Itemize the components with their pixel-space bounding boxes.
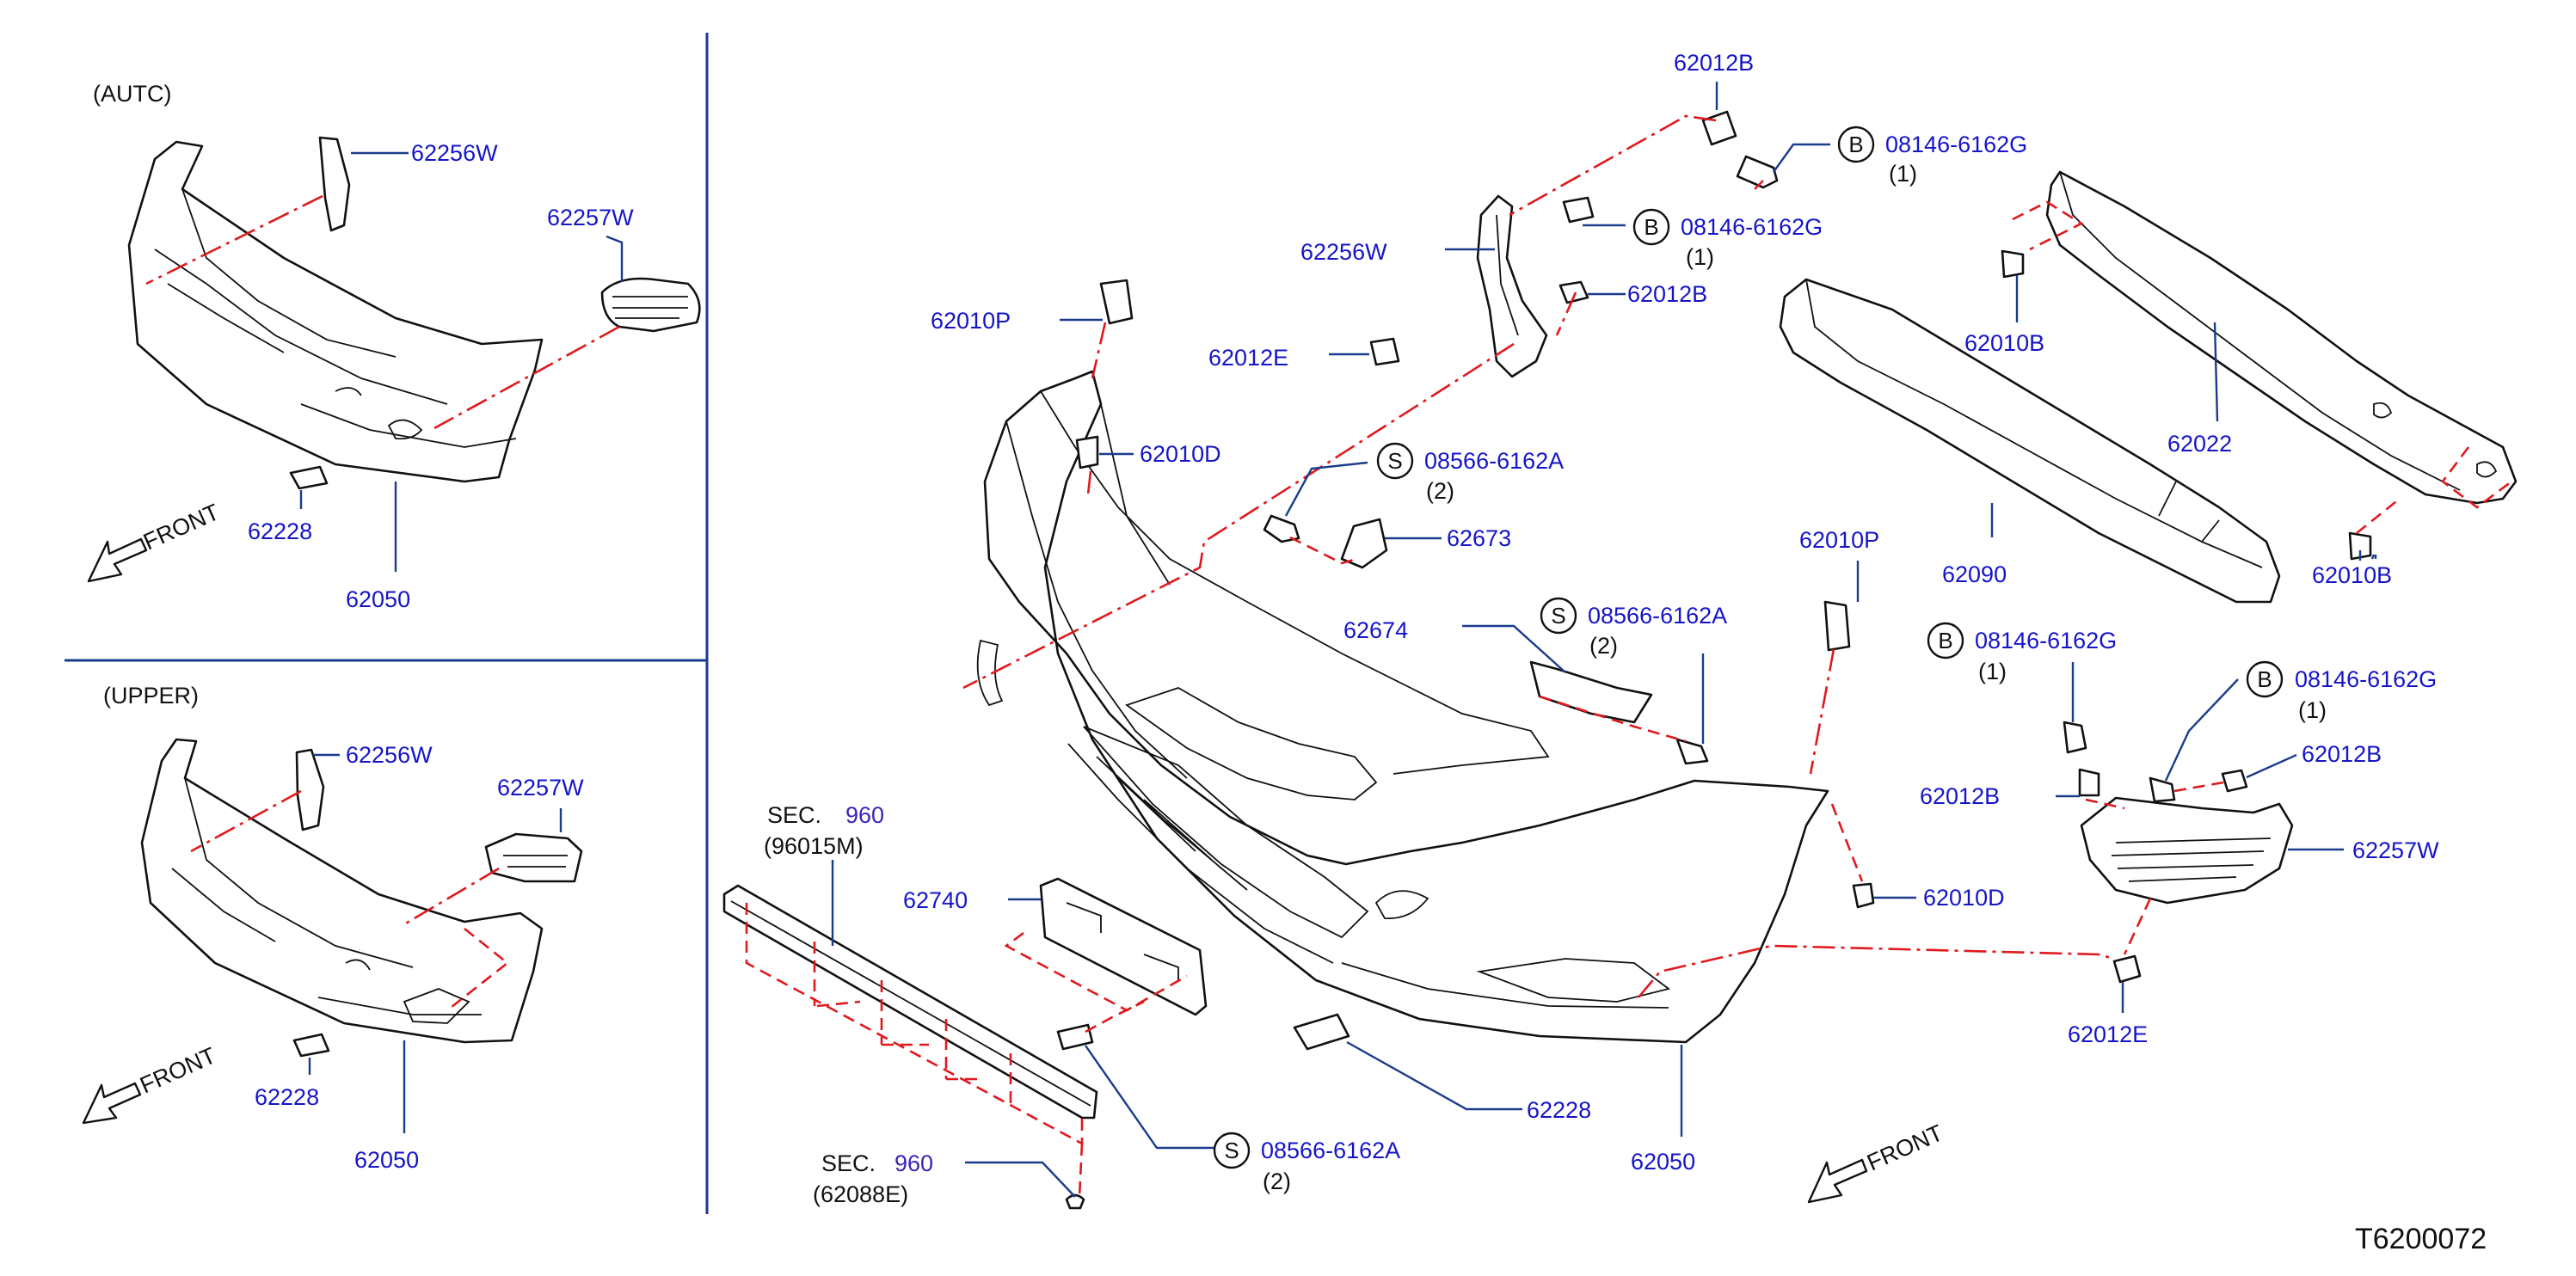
front-arrow-icon (82, 1082, 142, 1125)
screw-s-symbol (1540, 597, 1577, 635)
upper-bumper-drawing (140, 738, 544, 1044)
autc-label-62257w: 62257W (547, 205, 634, 230)
upper-ref-line-1 (190, 789, 302, 853)
label-b-mid-qty: (1) (1686, 244, 1714, 270)
autc-front-label: FRONT (139, 499, 223, 555)
label-62010b-right: 62010B (2312, 562, 2392, 588)
main-air-guide-sec960 (722, 884, 1098, 1120)
label-sec-top-num: 960 (845, 802, 884, 828)
svg-text:B: B (2257, 666, 2272, 692)
upper-ref-line-2 (403, 867, 500, 926)
main-grille-62257w (2080, 796, 2294, 905)
label-62012b-right2: 62012B (2302, 741, 2382, 767)
bolt-b-symbol (2246, 660, 2284, 698)
panel-upper-title: (UPPER) (103, 683, 199, 709)
upper-bracket-62256w (295, 748, 325, 831)
label-s-08566-bottom: 08566-6162A (1261, 1138, 1400, 1163)
label-62010p-right: 62010P (1799, 527, 1879, 553)
label-s-08566-top: 08566-6162A (1424, 448, 1564, 474)
svg-text:S: S (1387, 448, 1402, 474)
bolt-b-symbol (1927, 622, 1964, 659)
front-arrow-icon (87, 537, 148, 583)
label-b-top-qty: (1) (1889, 161, 1917, 187)
svg-text:B: B (1644, 214, 1658, 240)
screw-s-symbol (1213, 1132, 1251, 1169)
main-front-label: FRONT (1863, 1120, 1946, 1175)
label-62228-main: 62228 (1527, 1097, 1591, 1123)
label-62256w-main: 62256W (1300, 239, 1387, 265)
autc-cap-62228 (289, 465, 329, 490)
label-62012e-top: 62012E (1208, 345, 1288, 371)
upper-cap-62228 (292, 1033, 330, 1058)
autc-ref-line-1 (145, 194, 323, 285)
autc-grille-62257w (600, 277, 701, 333)
panel-main: 62012B B 08146-6162G (1) 62256W B 08146-… (722, 50, 2518, 1210)
svg-text:S: S (1551, 603, 1565, 629)
front-arrow-icon (1807, 1158, 1868, 1204)
label-b-08146-mid: 08146-6162G (1681, 214, 1823, 240)
autc-bracket-62256w (318, 136, 351, 232)
label-sec-top-ref: (96015M) (764, 833, 864, 859)
label-62673: 62673 (1447, 525, 1511, 551)
upper-ref-line-3 (446, 927, 510, 1012)
label-62674: 62674 (1343, 617, 1408, 643)
autc-label-62228: 62228 (248, 518, 312, 544)
panel-upper: (UPPER) 62256W 62257W 62228 62050 (82, 683, 584, 1173)
panel-autc: (AUTC) 62256W 62257W 62228 62050 (87, 81, 701, 612)
upper-label-62256w: 62256W (346, 742, 433, 768)
label-62012e-bottom: 62012E (2068, 1021, 2148, 1047)
label-62010b-top: 62010B (1964, 330, 2044, 356)
label-s-top-qty: (2) (1426, 478, 1454, 504)
diagram-code: T6200072 (2355, 1223, 2487, 1255)
label-62022: 62022 (2167, 431, 2232, 457)
autc-label-62256w: 62256W (411, 140, 498, 166)
label-b-08146-right2: 08146-6162G (2295, 666, 2437, 692)
label-62012b-mid: 62012B (1627, 281, 1707, 307)
bolt-b-symbol (1632, 208, 1670, 246)
label-62090: 62090 (1942, 561, 2007, 587)
main-bumper-62050 (976, 370, 1829, 1044)
upper-front-label: FRONT (136, 1042, 219, 1098)
autc-ref-line-2 (433, 325, 620, 430)
panel-autc-title: (AUTC) (93, 81, 171, 107)
upper-label-62257w: 62257W (497, 775, 584, 801)
autc-label-62050: 62050 (346, 586, 410, 612)
label-b-08146-right1: 08146-6162G (1975, 628, 2117, 653)
label-62010d-left: 62010D (1140, 441, 1221, 467)
svg-text:B: B (1848, 132, 1863, 157)
upper-label-62228: 62228 (255, 1084, 319, 1110)
label-62012b-right: 62012B (1920, 783, 2000, 809)
upper-label-62050: 62050 (354, 1147, 419, 1173)
label-sec-top: SEC. (767, 802, 821, 828)
label-b-right2-qty: (1) (2298, 697, 2327, 723)
label-62050-main: 62050 (1631, 1149, 1695, 1175)
label-b-right1-qty: (1) (1978, 659, 2007, 684)
bolt-b-symbol (1837, 126, 1875, 163)
main-cap-62228 (1293, 1013, 1350, 1051)
label-62012b-top: 62012B (1674, 50, 1754, 76)
label-sec-bottom-ref: (62088E) (813, 1181, 908, 1207)
main-deflector-62740 (1039, 877, 1208, 1016)
label-62257w-main: 62257W (2352, 837, 2439, 863)
label-sec-bottom: SEC. (821, 1150, 876, 1176)
label-s-bottom-qty: (2) (1263, 1169, 1291, 1194)
upper-grille-62257w (484, 832, 583, 883)
screw-s-symbol (1376, 442, 1414, 480)
label-s-08566-mid: 08566-6162A (1588, 603, 1727, 629)
label-62010d-right: 62010D (1923, 885, 2005, 911)
label-b-08146-top: 08146-6162G (1885, 132, 2027, 157)
svg-text:B: B (1938, 628, 1952, 653)
main-ref-lines (745, 114, 2512, 1198)
label-sec-bottom-num: 960 (895, 1150, 933, 1176)
label-62740: 62740 (903, 887, 968, 913)
main-absorber-62090 (1779, 278, 2281, 604)
main-bracket-62256w (1476, 194, 1548, 378)
main-fasteners (1056, 110, 2372, 1210)
autc-bumper-drawing (127, 140, 544, 483)
svg-text:S: S (1224, 1138, 1239, 1163)
label-62010p-left: 62010P (931, 308, 1011, 334)
label-s-mid-qty: (2) (1589, 633, 1618, 659)
